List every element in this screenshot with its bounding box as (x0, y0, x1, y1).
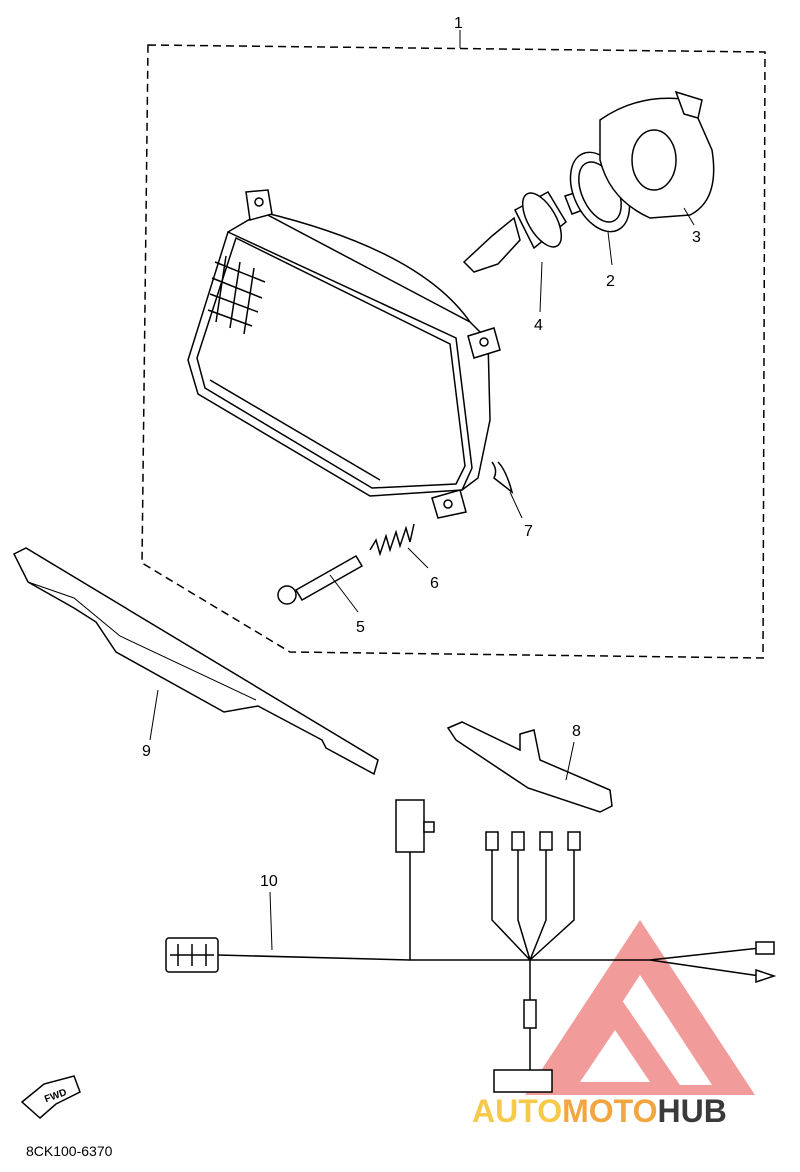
callout-9: 9 (142, 743, 151, 760)
watermark-logo (525, 920, 755, 1095)
adjusting-screw (277, 554, 364, 605)
headlight-housing (187, 189, 501, 519)
wire-harness (165, 799, 777, 1093)
callout-6: 6 (430, 575, 439, 592)
adjusting-spring (369, 523, 415, 557)
watermark-text: AUTOMOTOHUB (472, 1093, 727, 1129)
mounting-bracket-8 (446, 721, 613, 813)
callout-7: 7 (524, 523, 533, 540)
rubber-cover (599, 90, 715, 219)
diagram-code: 8CK100-6370 (26, 1143, 113, 1159)
callout-8: 8 (572, 723, 581, 740)
callout-4: 4 (534, 317, 543, 334)
assembly-boundary (141, 44, 766, 659)
watermark-part-auto: AUTO (472, 1093, 562, 1129)
callout-2: 2 (606, 273, 615, 290)
callout-10: 10 (260, 873, 278, 890)
leader-lines (149, 207, 695, 951)
callout-5: 5 (356, 619, 365, 636)
callout-3: 3 (692, 229, 701, 246)
watermark-part-hub: HUB (657, 1093, 726, 1129)
fwd-arrow-icon: FWD (20, 1075, 81, 1119)
mounting-bracket-9 (12, 547, 379, 776)
callout-1: 1 (454, 15, 463, 32)
watermark-part-moto: MOTO (562, 1093, 657, 1129)
spring-clip (491, 461, 514, 494)
